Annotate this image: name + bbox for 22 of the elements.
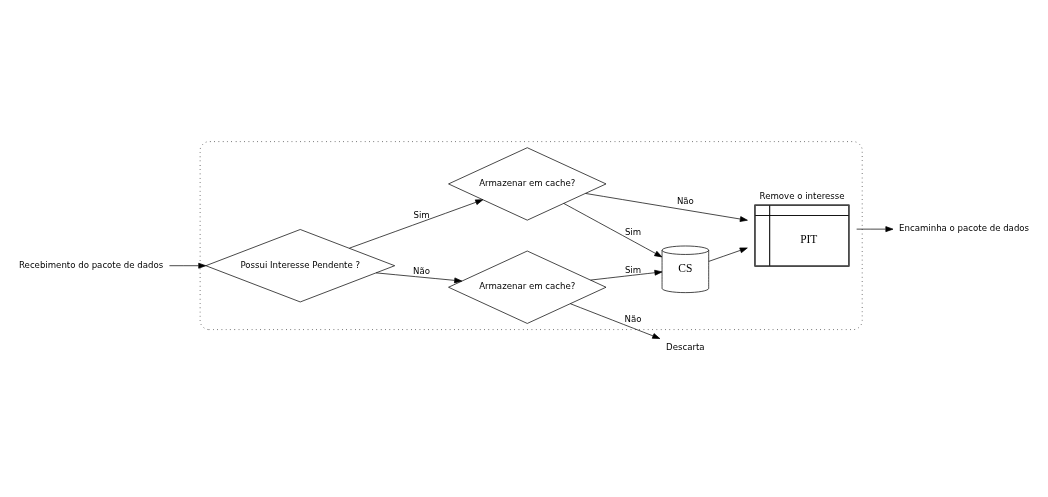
node-diamond: Armazenar em cache? (448, 250, 607, 324)
edge-label: Não (413, 266, 431, 277)
edge-label: Sim (413, 210, 430, 221)
arrow (590, 269, 663, 281)
node-diamond: Possui Interesse Pendente ? (205, 229, 396, 303)
node-label: Remove o interesse (759, 191, 845, 202)
arrow (585, 193, 748, 222)
node-text: Encaminha o pacote de dados (899, 223, 1030, 234)
node-text: Descarta (666, 342, 705, 353)
arrow (570, 303, 661, 339)
edge-label: Não (676, 195, 694, 206)
edge-label: Sim (624, 226, 642, 237)
arrow (375, 272, 463, 284)
arrow (349, 199, 484, 249)
arrow (563, 203, 663, 258)
node-text: Recebimento do pacote de dados (19, 259, 164, 270)
arrow (169, 262, 207, 269)
edge-label: Sim (624, 264, 642, 275)
node-diamond: Armazenar em cache? (448, 147, 607, 221)
arrow (856, 226, 894, 232)
edge-label: Não (624, 314, 642, 325)
arrow (708, 247, 748, 262)
